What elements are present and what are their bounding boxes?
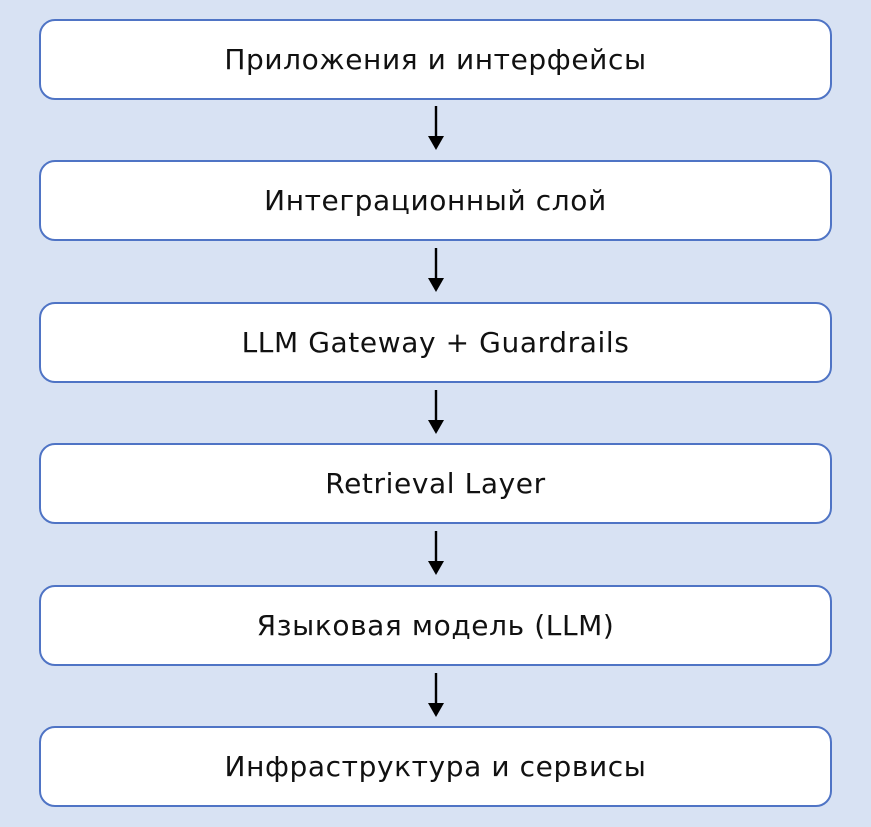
layer-box-gateway: LLM Gateway + Guardrails <box>39 302 832 383</box>
layer-box-llm: Языковая модель (LLM) <box>39 585 832 666</box>
layer-label: Интеграционный слой <box>264 184 607 217</box>
layer-box-integration: Интеграционный слой <box>39 160 832 241</box>
down-arrow-icon <box>428 248 444 292</box>
down-arrow-icon <box>428 106 444 150</box>
layer-box-retrieval: Retrieval Layer <box>39 443 832 524</box>
layer-label: Языковая модель (LLM) <box>256 609 615 642</box>
layer-box-applications: Приложения и интерфейсы <box>39 19 832 100</box>
down-arrow-icon <box>428 531 444 575</box>
layer-label: LLM Gateway + Guardrails <box>241 326 630 359</box>
layer-label: Приложения и интерфейсы <box>224 43 647 76</box>
layer-label: Retrieval Layer <box>325 467 546 500</box>
down-arrow-icon <box>428 390 444 434</box>
down-arrow-icon <box>428 673 444 717</box>
layer-label: Инфраструктура и сервисы <box>224 750 647 783</box>
layer-box-infrastructure: Инфраструктура и сервисы <box>39 726 832 807</box>
